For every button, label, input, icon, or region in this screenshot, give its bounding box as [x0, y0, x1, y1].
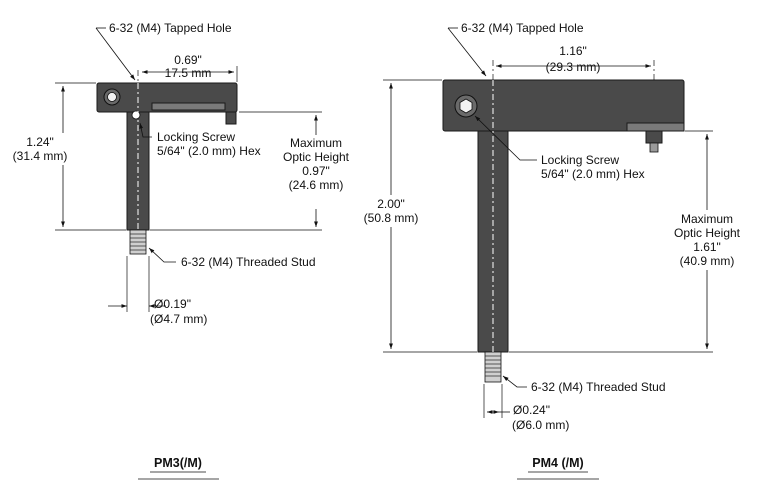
pm4-height-in: 2.00" — [377, 197, 405, 211]
pm4-width-mm: (29.3 mm) — [546, 60, 601, 74]
pm3-arm-step — [151, 102, 226, 111]
pm3-diameter-in: Ø0.19" — [154, 297, 191, 311]
pm3-width-mm: 17.5 mm — [165, 66, 212, 80]
pm4-arm — [442, 79, 685, 132]
pm3-drawing: 6-32 (M4) Tapped Hole 0.69" 17.5 mm 1.24… — [13, 21, 360, 480]
pm4-max-optic-in: 1.61" — [693, 240, 721, 254]
pm4-diameter-in: Ø0.24" — [513, 403, 550, 417]
pm4-max-optic-1: Maximum — [681, 212, 733, 226]
pm3-diameter-mm: (Ø4.7 mm) — [150, 312, 207, 326]
pm4-tapped-hole-label: 6-32 (M4) Tapped Hole — [461, 21, 584, 35]
pm3-max-optic-mm: (24.6 mm) — [289, 178, 344, 192]
pm3-clamp-screw — [225, 111, 237, 125]
pm4-drawing: 6-32 (M4) Tapped Hole 1.16" (29.3 mm) 2.… — [362, 21, 750, 480]
pm4-locking-screw-label: Locking Screw — [541, 153, 619, 167]
pm3-max-optic-1: Maximum — [290, 136, 342, 150]
pm3-tapped-hole-label: 6-32 (M4) Tapped Hole — [109, 21, 232, 35]
pm4-threaded-stud-label: 6-32 (M4) Threaded Stud — [531, 380, 666, 394]
pm3-width-in: 0.69" — [174, 53, 202, 67]
pm4-diameter-mm: (Ø6.0 mm) — [512, 418, 569, 432]
pm4-max-optic-2: Optic Height — [674, 226, 741, 240]
pm3-hole-icon — [131, 110, 141, 120]
pm3-title: PM3(/M) — [154, 456, 202, 470]
pm3-max-optic-2: Optic Height — [283, 150, 350, 164]
pm4-clamp-screw — [645, 130, 663, 144]
pm3-locking-screw-hex: 5/64" (2.0 mm) Hex — [157, 144, 261, 158]
pm4-title: PM4 (/M) — [532, 456, 583, 470]
pm4-height-mm: (50.8 mm) — [364, 211, 419, 225]
pm3-threaded-stud-label: 6-32 (M4) Threaded Stud — [181, 255, 316, 269]
pm4-locking-screw-hex: 5/64" (2.0 mm) Hex — [541, 167, 645, 181]
pm4-width-in: 1.16" — [559, 44, 587, 58]
pm4-max-optic-mm: (40.9 mm) — [680, 254, 735, 268]
pm3-height-mm: (31.4 mm) — [13, 149, 68, 163]
pm3-locking-screw-label: Locking Screw — [157, 130, 235, 144]
pm4-threaded-stud — [484, 351, 502, 383]
pm4-arm-step — [626, 122, 685, 132]
pm3-height-in: 1.24" — [26, 135, 54, 149]
pm3-max-optic-in: 0.97" — [302, 164, 330, 178]
